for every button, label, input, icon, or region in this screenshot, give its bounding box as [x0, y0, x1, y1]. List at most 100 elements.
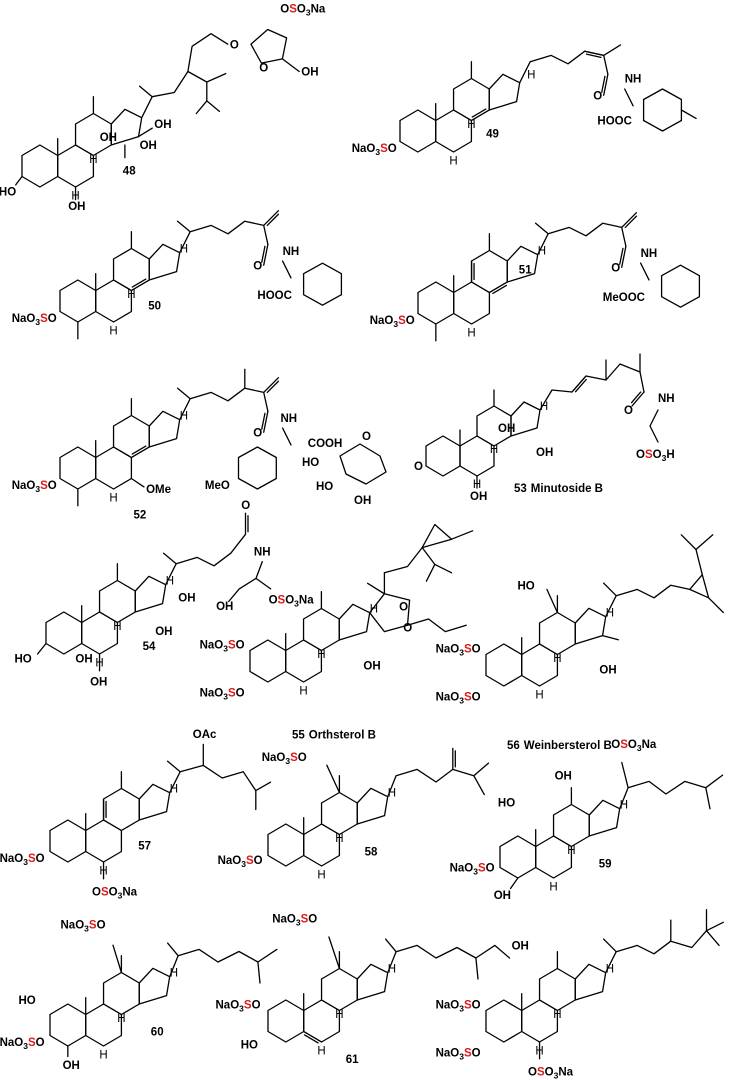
bond	[602, 582, 617, 597]
hydroxyl-label: HO	[0, 186, 16, 198]
oxygen-label: O	[624, 405, 633, 417]
bond-chain	[406, 618, 467, 633]
ring-d	[574, 963, 607, 1001]
phenyl-ring	[660, 264, 701, 308]
label-part: O	[75, 919, 84, 931]
ring-b	[303, 999, 341, 1043]
bond	[281, 58, 300, 73]
label-part: Na	[216, 999, 231, 1011]
ring-c	[538, 611, 576, 656]
stereo-h: H	[490, 444, 498, 456]
label-part: Na	[200, 639, 215, 651]
ring-a	[267, 999, 305, 1043]
stereo-h: H	[467, 328, 475, 340]
bond-chain	[605, 584, 691, 618]
stereo-h: H	[388, 788, 396, 800]
bond	[621, 226, 627, 247]
bond	[621, 245, 627, 268]
stereo-h: H	[99, 866, 107, 878]
compound-number: 48	[123, 165, 136, 177]
hydroxyl-label: HO	[15, 653, 32, 665]
nao3so-label: NaO3SO	[200, 639, 245, 653]
ester-label: MeOOC	[603, 292, 645, 304]
hydroxyl-label: OH	[301, 67, 318, 79]
ring-d	[148, 243, 181, 281]
ring-b	[95, 446, 133, 490]
stereo-h: H	[535, 1046, 543, 1058]
stereo-h: H	[620, 800, 628, 812]
label-part: S	[645, 449, 653, 461]
stereo-h: H	[180, 244, 188, 256]
oxygen-label: O	[362, 431, 371, 443]
stereo-h: H	[540, 401, 548, 413]
bond	[255, 577, 272, 590]
ring-b	[535, 835, 573, 879]
label-part: S	[228, 639, 236, 651]
label-part: O	[97, 919, 106, 931]
bond	[15, 175, 23, 186]
bond	[384, 938, 397, 953]
ring-b	[285, 639, 323, 683]
label-part: Na	[12, 480, 27, 492]
bond-chain	[605, 930, 708, 974]
ring-d	[588, 799, 621, 837]
label-part: O	[14, 853, 23, 865]
ring-d	[574, 607, 607, 645]
cyclopropane-ring	[689, 574, 710, 599]
stereo-h: H	[567, 845, 575, 857]
nao3so-label: NaO3SO	[12, 313, 57, 327]
label-part: 3	[306, 8, 311, 18]
hydroxyl-label: OH	[155, 626, 172, 638]
label-part: 3	[23, 857, 28, 867]
label-part: O	[472, 692, 481, 704]
label-part: 3	[84, 923, 89, 933]
oxygen-label: O	[403, 623, 412, 635]
label-part: O	[232, 855, 241, 867]
hydroxyl-label: OH	[178, 593, 195, 605]
bond	[680, 109, 697, 120]
hydroxyl-label: OH	[90, 677, 107, 689]
nao3so-label: NaO3SO	[436, 643, 481, 657]
acetate-label: OAc	[193, 729, 217, 741]
bond	[36, 642, 47, 655]
stereo-h: H	[109, 326, 117, 338]
compound-caption: Orthsterol B	[309, 730, 376, 742]
nao3so-label: NaO3SO	[0, 1037, 45, 1051]
label-part: S	[246, 855, 254, 867]
oso3na-label: OSO3Na	[92, 887, 138, 901]
bond	[257, 961, 261, 984]
bond	[176, 220, 191, 233]
bond	[166, 760, 181, 773]
hydroxyl-label: HO	[302, 457, 319, 469]
bond	[255, 781, 272, 792]
oxygen-label: O	[253, 261, 262, 273]
bond	[450, 530, 474, 540]
label-part: O	[384, 315, 393, 327]
hydroxyl-label: OH	[154, 119, 171, 131]
acid-label: HOOC	[257, 290, 292, 302]
methoxy-label: OMe	[146, 484, 171, 496]
ring-a	[21, 144, 59, 188]
bond	[176, 387, 191, 400]
ring-d	[138, 967, 171, 1005]
compound-number: 59	[599, 859, 612, 871]
label-part: S	[464, 643, 472, 655]
label-part: 3	[637, 743, 642, 753]
bond	[631, 391, 645, 407]
compound-number: 52	[134, 509, 147, 521]
label-part: Na	[450, 863, 465, 875]
bond	[470, 109, 490, 122]
bond	[695, 534, 714, 551]
bond	[206, 100, 221, 113]
label-part: 3	[459, 696, 464, 706]
hydroxyl-label: OH	[216, 601, 233, 613]
label-part: O	[285, 595, 294, 607]
double-bond	[630, 391, 642, 404]
amide-nh-label: NH	[283, 246, 300, 258]
hydroxyl-label: OH	[599, 664, 616, 676]
ring-c	[538, 967, 576, 1012]
label-part: O	[276, 752, 285, 764]
label-part: 3	[662, 453, 667, 463]
bond	[263, 391, 269, 412]
